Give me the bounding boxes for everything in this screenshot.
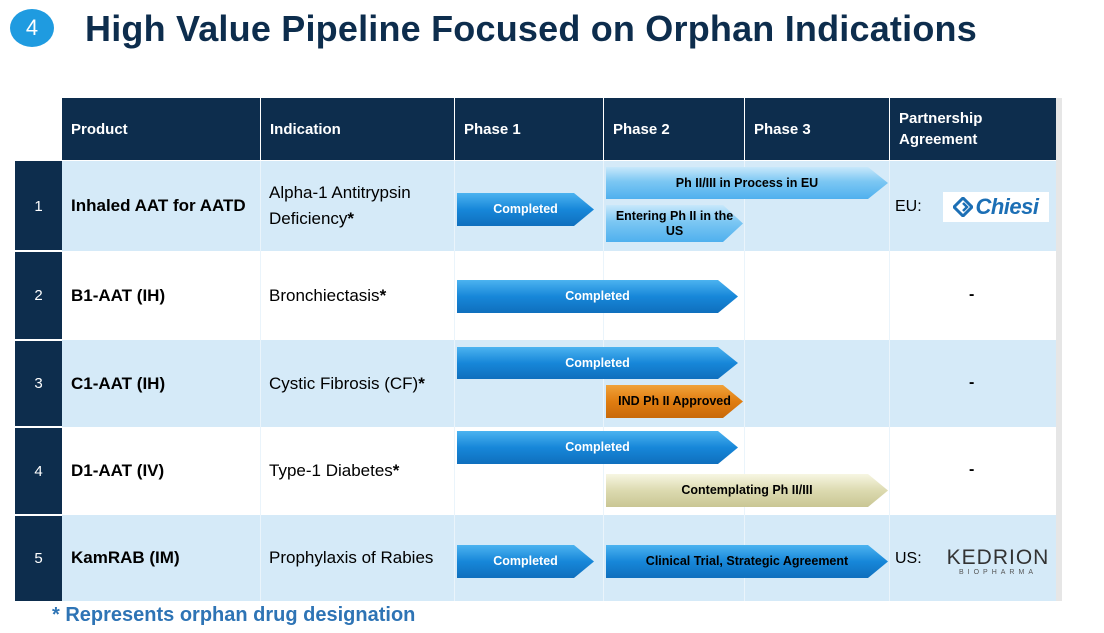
divider-1 bbox=[260, 161, 261, 601]
col-header-partnership-line1: Partnership bbox=[899, 110, 983, 127]
row-number-2: 2 bbox=[15, 251, 62, 340]
indication: Cystic Fibrosis (CF)* bbox=[269, 340, 425, 427]
completed-bar: Completed bbox=[457, 347, 738, 379]
ind-approved-bar: IND Ph II Approved bbox=[606, 385, 743, 418]
completed-bar: Completed bbox=[457, 193, 594, 226]
orphan-star: * bbox=[379, 285, 387, 305]
col-header-product: Product bbox=[62, 98, 260, 160]
indication: Alpha-1 Antitrypsin Deficiency* bbox=[269, 161, 411, 251]
kedrion-logo-subtext: BIOPHARMA bbox=[958, 568, 1037, 576]
divider-5 bbox=[889, 161, 890, 601]
partner-region-label: EU: bbox=[895, 198, 922, 215]
col-header-phase3: Phase 3 bbox=[745, 98, 889, 160]
phase-bar-us: Entering Ph II in the US bbox=[606, 205, 743, 242]
product-name: C1-AAT (IH) bbox=[71, 373, 166, 393]
row-number-3: 3 bbox=[15, 340, 62, 427]
row-number-separator bbox=[15, 514, 62, 516]
row-number-4: 4 bbox=[15, 427, 62, 515]
partner-none: - bbox=[969, 286, 975, 303]
col-header-indication: Indication bbox=[261, 98, 454, 160]
divider-4 bbox=[744, 161, 745, 601]
table-edge-shadow bbox=[1056, 98, 1062, 601]
divider-3 bbox=[603, 161, 604, 601]
slide-number-badge: 4 bbox=[10, 9, 54, 47]
indication: Prophylaxis of Rabies bbox=[269, 515, 433, 601]
phase-bar-us-line2: US bbox=[665, 223, 684, 238]
product-name: Inhaled AAT for AATD bbox=[71, 196, 246, 215]
clinical-trial-bar: Clinical Trial, Strategic Agreement bbox=[606, 545, 888, 578]
contemplating-bar: Contemplating Ph II/III bbox=[606, 474, 888, 507]
chiesi-logo: Chiesi bbox=[943, 192, 1049, 222]
orphan-star: * bbox=[347, 209, 355, 228]
product-name: D1-AAT (IV) bbox=[71, 461, 165, 480]
partner-region-label: US: bbox=[895, 550, 922, 567]
completed-bar: Completed bbox=[457, 431, 738, 464]
col-header-phase2: Phase 2 bbox=[604, 98, 744, 160]
chiesi-logo-icon bbox=[952, 195, 975, 219]
indication-text: Bronchiectasis bbox=[269, 285, 380, 305]
indication-text: Type-1 Diabetes bbox=[269, 461, 393, 480]
phase-bar-eu: Ph II/III in Process in EU bbox=[606, 167, 888, 199]
divider-2 bbox=[454, 161, 455, 601]
col-header-phase1: Phase 1 bbox=[455, 98, 603, 160]
chiesi-logo-text: Chiesi bbox=[975, 194, 1039, 219]
completed-bar: Completed bbox=[457, 280, 738, 313]
product-name: B1-AAT (IH) bbox=[71, 285, 166, 305]
kedrion-logo: KEDRION BIOPHARMA bbox=[945, 546, 1051, 578]
col-header-partnership: Partnership Agreement bbox=[890, 98, 1056, 160]
slide-title: High Value Pipeline Focused on Orphan In… bbox=[85, 8, 977, 49]
product-name: KamRAB (IM) bbox=[71, 548, 180, 567]
row-number-separator bbox=[15, 250, 62, 252]
row-number-1: 1 bbox=[15, 161, 62, 251]
orphan-star: * bbox=[418, 373, 425, 393]
indication-text: Prophylaxis of Rabies bbox=[269, 548, 434, 567]
footnote: * Represents orphan drug designation bbox=[52, 604, 416, 626]
row-number-separator bbox=[15, 339, 62, 341]
kedrion-logo-text: KEDRION bbox=[946, 545, 1050, 569]
orphan-star: * bbox=[392, 461, 400, 480]
indication: Type-1 Diabetes* bbox=[269, 427, 399, 515]
row-number-separator bbox=[15, 426, 62, 428]
row-number-5: 5 bbox=[15, 515, 62, 601]
indication-line: Deficiency* bbox=[269, 206, 354, 232]
indication: Bronchiectasis* bbox=[269, 251, 386, 340]
col-header-partnership-line2: Agreement bbox=[899, 131, 978, 148]
indication-text: Deficiency bbox=[269, 209, 348, 228]
indication-text: Cystic Fibrosis (CF) bbox=[269, 373, 419, 393]
partner-none: - bbox=[969, 461, 975, 478]
indication-line: Alpha-1 Antitrypsin bbox=[269, 183, 411, 202]
partner-none: - bbox=[969, 374, 975, 391]
completed-bar: Completed bbox=[457, 545, 594, 578]
phase-bar-us-line1: Entering Ph II in the bbox=[615, 208, 734, 223]
